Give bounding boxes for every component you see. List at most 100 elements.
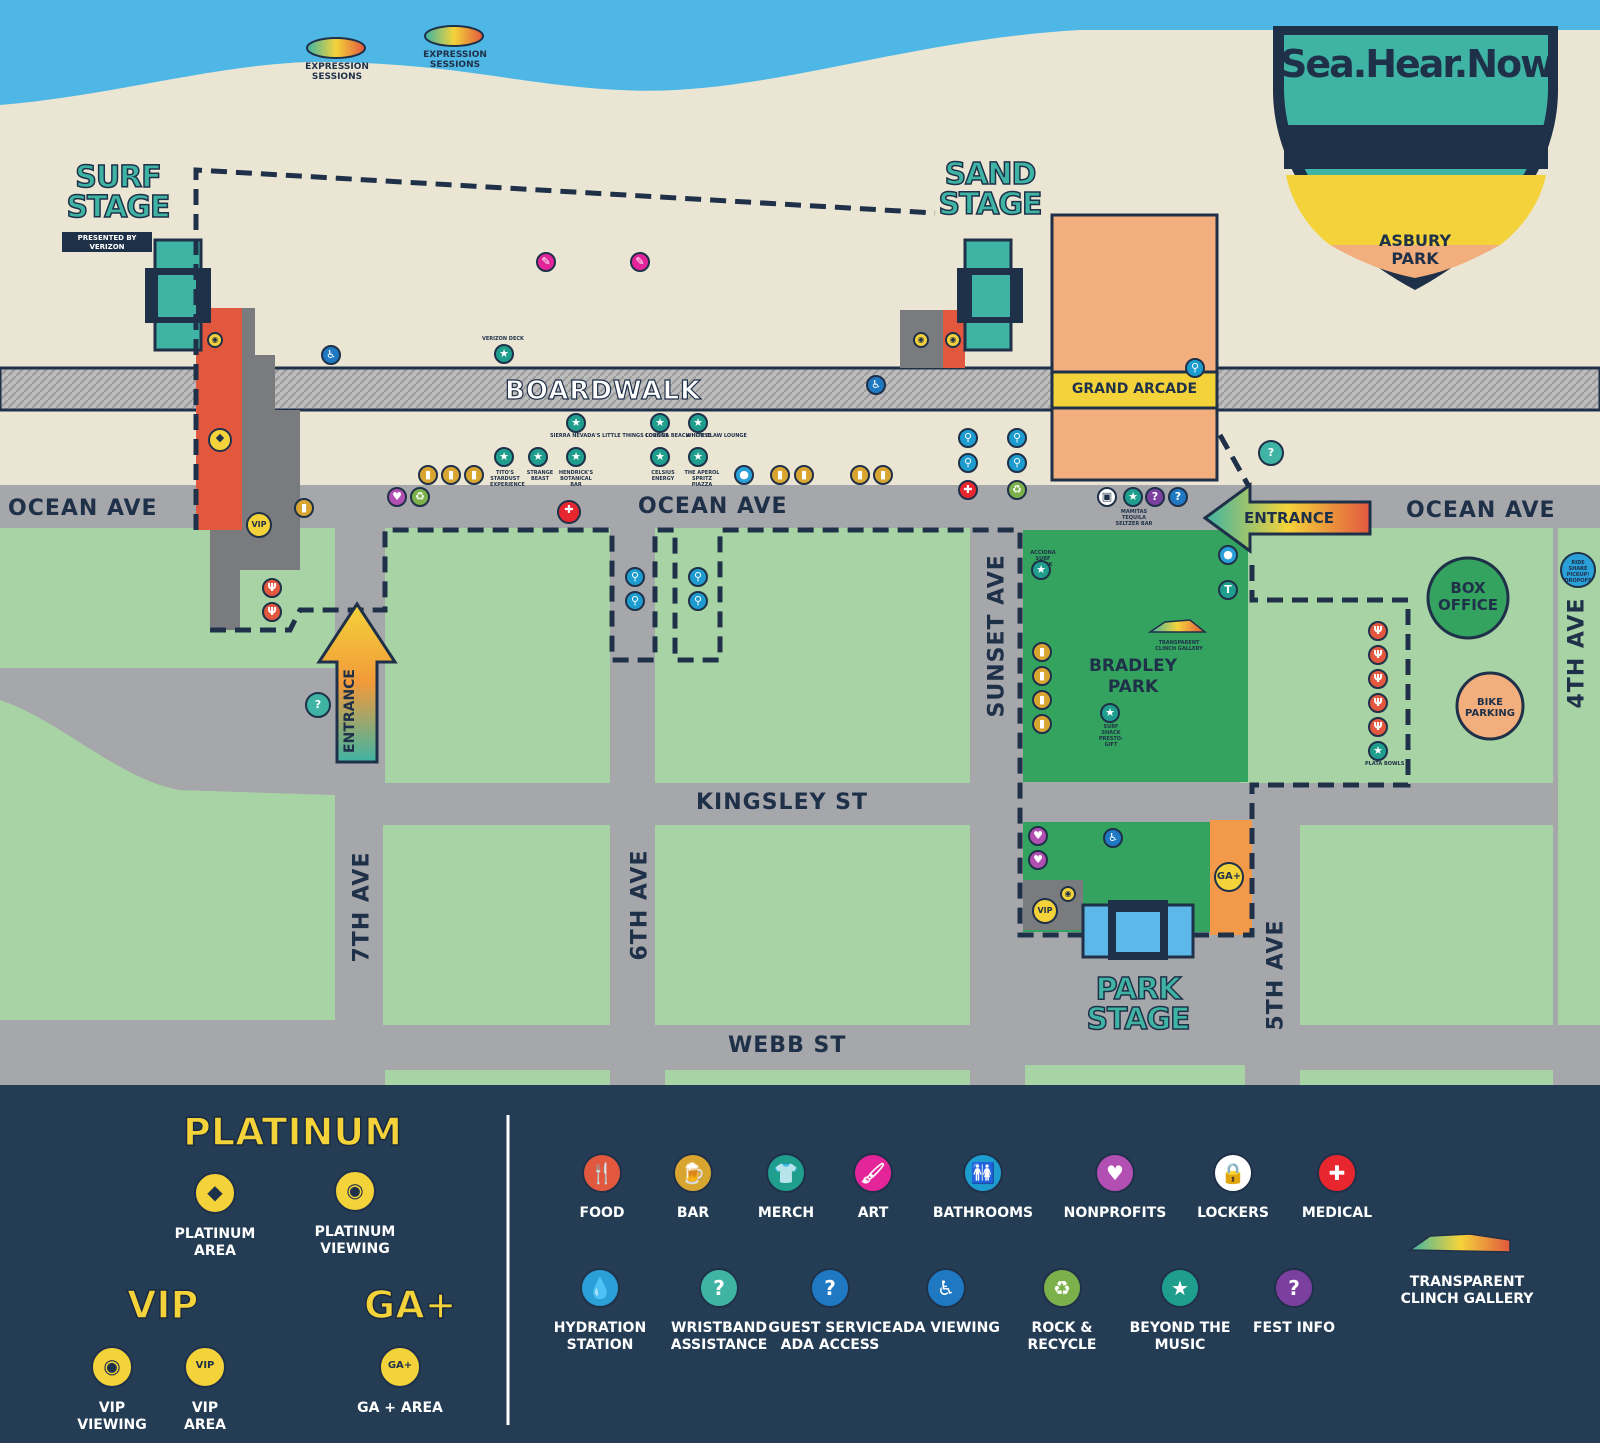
fest-info-icon[interactable]: ?: [1145, 487, 1165, 507]
food-icon[interactable]: Ψ: [1368, 693, 1388, 713]
food-icon[interactable]: Ψ: [1368, 645, 1388, 665]
hydration-icon[interactable]: ●: [734, 465, 754, 485]
medical-icon[interactable]: ✚: [557, 500, 581, 524]
nonprofit-icon[interactable]: ♥: [1028, 826, 1048, 846]
beyond-music-icon[interactable]: ★: [566, 447, 586, 467]
beyond-music-icon[interactable]: ★: [650, 447, 670, 467]
art-icon: 🖌: [853, 1153, 893, 1193]
webb-st: WEBB ST: [728, 1033, 847, 1058]
ada-viewing-icon[interactable]: ♿: [866, 375, 886, 395]
bradley-park-area: [1023, 530, 1248, 782]
nonprofits-icon: ♥: [1095, 1153, 1135, 1193]
legend-platinum-title: PLATINUM: [182, 1109, 403, 1155]
surf-stage-structure: [145, 238, 211, 352]
art-icon[interactable]: ✎: [536, 252, 556, 272]
platinum-viewing-icon[interactable]: ◉: [945, 332, 961, 348]
bathroom-icon[interactable]: ⚲: [688, 567, 708, 587]
beyond-music-icon[interactable]: ★: [1123, 487, 1143, 507]
beyond-music-icon[interactable]: ★: [494, 447, 514, 467]
bar-icon[interactable]: ▮: [441, 465, 461, 485]
recycle-icon[interactable]: ♻: [1007, 480, 1027, 500]
vip-badge-park: VIP: [1032, 898, 1058, 924]
medical-icon[interactable]: ✚: [958, 480, 978, 500]
surf-stage-sponsor: PRESENTED BY VERIZON: [62, 232, 152, 252]
bar-icon[interactable]: ▮: [1032, 690, 1052, 710]
lockers-icon: 🔒: [1213, 1153, 1253, 1193]
bar-icon[interactable]: ▮: [294, 498, 314, 518]
aperol-label: THE APEROL SPRITZ PIAZZA: [684, 470, 720, 488]
4th-ave: 4TH AVE: [1564, 597, 1590, 709]
bathroom-icon[interactable]: ⚲: [1007, 453, 1027, 473]
food-icon[interactable]: Ψ: [1368, 717, 1388, 737]
beyond-music-icon[interactable]: ★: [494, 344, 514, 364]
bar-icon[interactable]: ▮: [418, 465, 438, 485]
beyond-music-icon[interactable]: ★: [688, 447, 708, 467]
beyond-music-icon[interactable]: ★: [1031, 560, 1051, 580]
merch-icon[interactable]: T: [1218, 580, 1238, 600]
bar-icon[interactable]: ▮: [1032, 714, 1052, 734]
bathroom-icon[interactable]: ⚲: [1007, 428, 1027, 448]
beyond-music-icon[interactable]: ★: [566, 413, 586, 433]
logo-shield: [1273, 26, 1558, 290]
vip-viewing-icon[interactable]: ◉: [913, 332, 929, 348]
ocean-ave-center: OCEAN AVE: [638, 494, 788, 519]
corona-label: CORONA BEACH HOUSE: [645, 433, 712, 439]
beyond-music-icon[interactable]: ★: [528, 447, 548, 467]
beyond-music-icon[interactable]: ★: [1368, 741, 1388, 761]
bar-icon[interactable]: ▮: [770, 465, 790, 485]
entrance-label-west[interactable]: ENTRANCE: [342, 669, 358, 753]
bar-icon[interactable]: ▮: [1032, 666, 1052, 686]
bike-parking-label: BIKE PARKING: [1465, 697, 1515, 719]
food-icon[interactable]: Ψ: [262, 602, 282, 622]
bathroom-icon[interactable]: ⚲: [958, 453, 978, 473]
beyond-music-icon[interactable]: ★: [650, 413, 670, 433]
food-icon[interactable]: Ψ: [262, 578, 282, 598]
bathroom-icon[interactable]: ⚲: [625, 567, 645, 587]
bathroom-icon[interactable]: ⚲: [688, 591, 708, 611]
beyond-music-icon[interactable]: ★: [688, 413, 708, 433]
fence-lines: [193, 167, 1411, 938]
entrance-label-east[interactable]: ENTRANCE: [1244, 509, 1334, 527]
legend-item-medical: ✚MEDICAL: [1272, 1153, 1402, 1222]
food-icon[interactable]: Ψ: [1368, 669, 1388, 689]
lockers-icon[interactable]: ▣: [1097, 487, 1117, 507]
legend-item-beyond-the-music: ★BEYOND THE MUSIC: [1115, 1268, 1245, 1354]
platinum-viewing-icon[interactable]: ◉: [207, 332, 223, 348]
legend-item-merch: 👕MERCH: [721, 1153, 851, 1222]
mamitas-label: MAMITAS TEQUILA SELTZER BAR: [1115, 509, 1153, 527]
5th-ave: 5TH AVE: [1263, 919, 1289, 1031]
wristband-icon[interactable]: ?: [1258, 440, 1284, 466]
art-icon[interactable]: ✎: [630, 252, 650, 272]
ada-viewing-icon[interactable]: ♿: [321, 345, 341, 365]
beyond-music-icon[interactable]: ★: [1100, 703, 1120, 723]
bar-icon[interactable]: ▮: [1032, 642, 1052, 662]
bathroom-icon[interactable]: ⚲: [1185, 358, 1205, 378]
bar-icon[interactable]: ▮: [850, 465, 870, 485]
nonprofit-icon[interactable]: ♥: [387, 487, 407, 507]
curved-road: [0, 668, 335, 795]
legend-ga-area: GA+ GA + AREA: [355, 1346, 445, 1417]
legend-item-guest-service-ada-access: ?GUEST SERVICE ADA ACCESS: [765, 1268, 895, 1354]
vip-viewing-icon[interactable]: ◉: [1060, 886, 1076, 902]
ada-viewing-icon[interactable]: ♿: [1103, 828, 1123, 848]
hydration-icon[interactable]: ●: [1218, 545, 1238, 565]
recycle-icon[interactable]: ♻: [410, 487, 430, 507]
bathroom-icon[interactable]: ⚲: [625, 591, 645, 611]
legend-platinum-viewing-label: PLATINUM VIEWING: [314, 1224, 396, 1257]
guest-service-icon[interactable]: ?: [1168, 487, 1188, 507]
wristband-icon[interactable]: ?: [305, 692, 331, 718]
bar-icon[interactable]: ▮: [873, 465, 893, 485]
bar-icon[interactable]: ▮: [464, 465, 484, 485]
nonprofit-icon[interactable]: ♥: [1028, 850, 1048, 870]
legend-gallery-label: TRANSPARENT CLINCH GALLERY: [1400, 1274, 1534, 1307]
celsius-label: CELSIUS ENERGY: [651, 470, 675, 482]
bathroom-icon[interactable]: ⚲: [958, 428, 978, 448]
wristband-assistance-icon: ?: [699, 1268, 739, 1308]
legend-label: WRISTBAND ASSISTANCE: [670, 1320, 768, 1353]
bar-icon[interactable]: ▮: [794, 465, 814, 485]
merch-icon: 👕: [766, 1153, 806, 1193]
7th-ave: 7TH AVE: [349, 851, 375, 963]
kingsley-st: KINGSLEY ST: [696, 790, 869, 815]
platinum-area-icon[interactable]: ◆: [208, 428, 232, 452]
food-icon[interactable]: Ψ: [1368, 621, 1388, 641]
